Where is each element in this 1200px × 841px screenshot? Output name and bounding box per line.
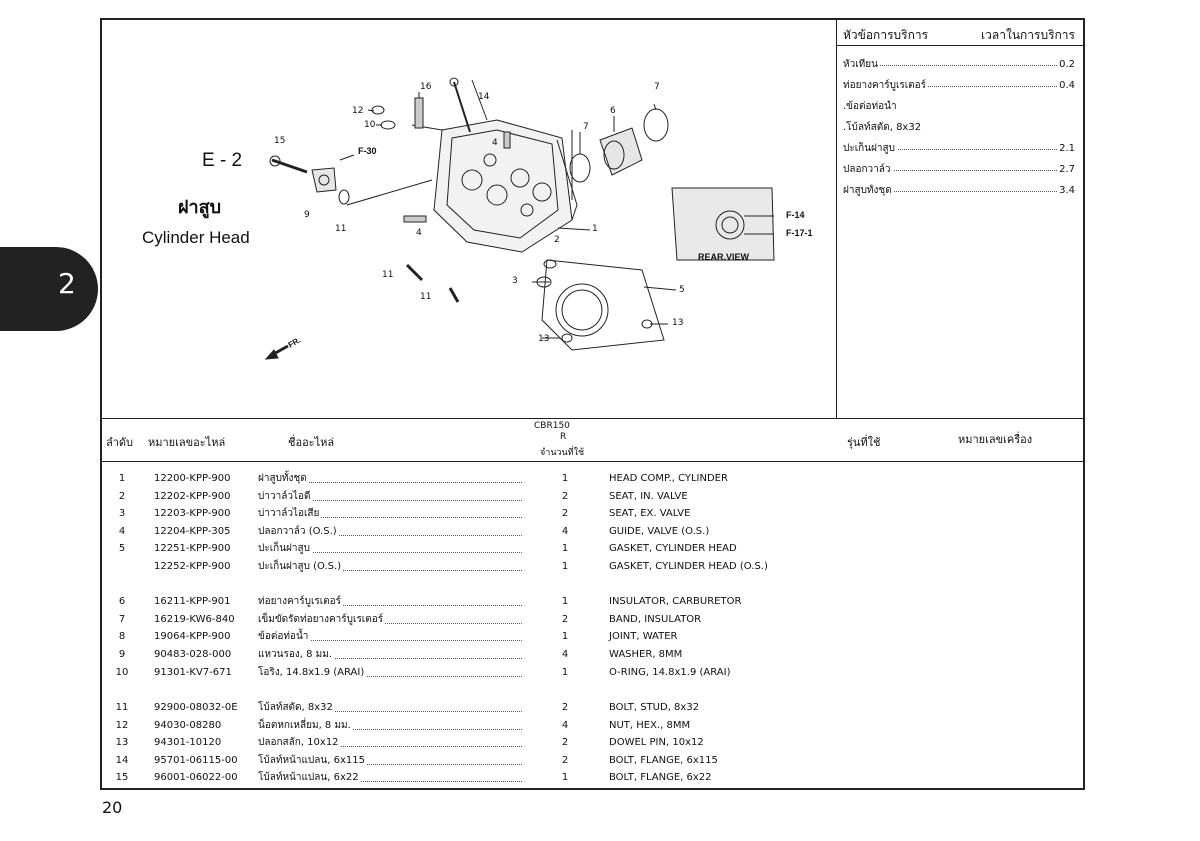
parts-table-header: ลำดับ หมายเลขอะไหล่ ชื่ออะไหล่ CBR150 R …	[102, 418, 1083, 462]
callout-13b: 13	[672, 318, 684, 328]
callout-11b: 11	[420, 292, 432, 302]
service-time-panel: หัวข้อการบริการ เวลาในการบริการ หัวเทียน…	[837, 20, 1083, 418]
callout-5: 5	[679, 285, 685, 295]
header-no: ลำดับ	[106, 436, 134, 449]
callout-8: 9	[304, 210, 310, 220]
header-models-used: รุ่นที่ใช้	[847, 436, 881, 449]
callout-13a: 13	[538, 334, 550, 344]
diagram-title-en: Cylinder Head	[142, 228, 250, 247]
callout-11a: 11	[382, 270, 394, 280]
callout-6: 6	[610, 106, 616, 116]
callout-14: 14	[478, 92, 490, 102]
diagram-title-th: ฝาสูบ	[178, 197, 222, 218]
callout-4b: 4	[416, 228, 422, 238]
callout-3: 3	[512, 276, 518, 286]
page-number: 20	[102, 798, 123, 817]
callout-2: 2	[554, 235, 560, 245]
callout-15: 15	[274, 136, 286, 146]
callout-1: 1	[592, 224, 598, 234]
section-tab-number: 2	[58, 267, 76, 300]
parts-page-frame: E - 2 ฝาสูบ Cylinder Head	[100, 18, 1085, 790]
callout-7a: 7	[654, 82, 660, 92]
callout-10: 11	[335, 224, 347, 234]
service-item: .โบ้ลท์สตัด, 8x32	[843, 122, 924, 133]
ref-f17: F-17-1	[786, 228, 813, 238]
header-model-line1: CBR150	[534, 421, 570, 431]
header-part-no: หมายเลขอะไหล่	[148, 436, 226, 449]
callout-7b: 7	[583, 122, 589, 132]
callout-16: 16	[420, 82, 432, 92]
header-name: ชื่ออะไหล่	[288, 436, 335, 449]
service-topic-header: หัวข้อการบริการ	[843, 28, 929, 42]
diagram-panel: E - 2 ฝาสูบ Cylinder Head	[102, 20, 837, 418]
header-model-line2: R	[560, 432, 567, 442]
callout-9: 10	[364, 120, 376, 130]
callout-4a: 4	[492, 138, 498, 148]
ref-f14: F-14	[786, 210, 805, 220]
header-engine-no: หมายเลขเครื่อง	[958, 433, 1033, 446]
service-header: หัวข้อการบริการ เวลาในการบริการ	[837, 20, 1083, 46]
service-time-header: เวลาในการบริการ	[981, 28, 1075, 42]
service-item: .ข้อต่อท่อน้ำ	[843, 101, 899, 112]
rear-view-label: REAR.VIEW	[698, 252, 750, 262]
service-item: ท่อยางคาร์บูเรเตอร์0.4	[843, 79, 1075, 93]
section-tab: 2	[0, 247, 98, 331]
exploded-parts-drawing	[264, 77, 775, 360]
diagram-code: E - 2	[202, 150, 243, 171]
ref-f30: F-30	[358, 146, 377, 156]
callout-12: 12	[352, 106, 364, 116]
header-qty: จำนวนที่ใช้	[540, 448, 585, 458]
